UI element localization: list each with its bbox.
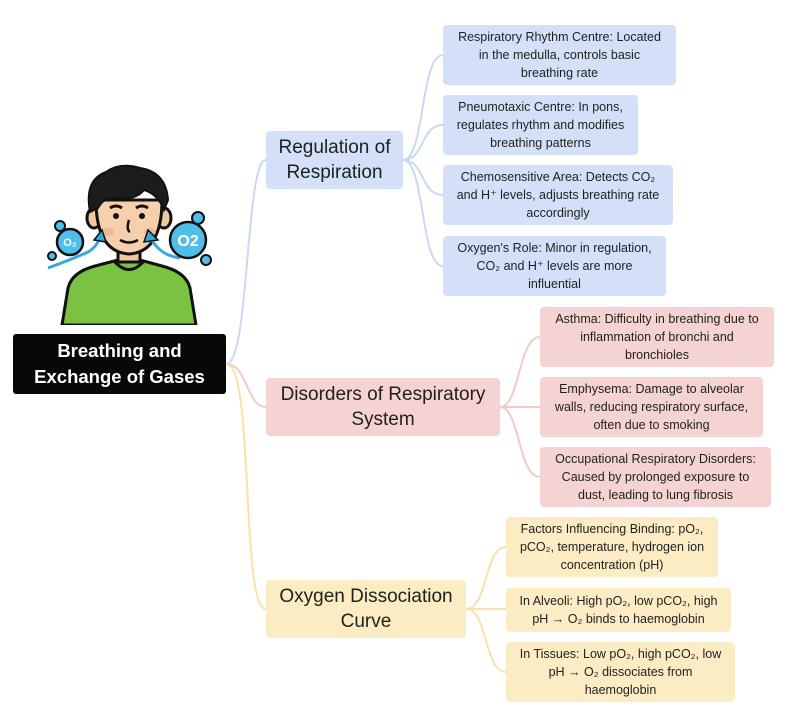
link-regulation-2 — [402, 124, 444, 161]
leaf-line: Factors Influencing Binding: pO₂, — [520, 522, 704, 536]
branch-title-line-2: Respiration — [286, 162, 383, 183]
leaf-line: CO₂ and H⁺ levels are more — [476, 259, 633, 273]
left-eye — [113, 213, 119, 219]
branch-title-line-1: Oxygen Dissociation — [279, 586, 453, 607]
branch-oxygen-dissociation-curve[interactable]: Oxygen Dissociation Curve — [266, 580, 466, 638]
branch-regulation-of-respiration[interactable]: Regulation of Respiration — [266, 131, 403, 189]
leaf-pneumotaxic-centre[interactable]: Pneumotaxic Centre: In pons, regulates r… — [443, 95, 638, 155]
right-eyebrow — [135, 204, 149, 210]
leaf-line: bronchioles — [625, 348, 689, 362]
leaf-line: walls, reducing respiratory surface, — [554, 400, 749, 414]
leaf-respiratory-rhythm-centre[interactable]: Respiratory Rhythm Centre: Located in th… — [443, 25, 676, 85]
branch-disorders-of-respiratory-system[interactable]: Disorders of Respiratory System — [266, 378, 500, 436]
nose — [126, 219, 131, 234]
o2-small-label: O₂ — [63, 237, 77, 249]
leaf-line: Oxygen's Role: Minor in regulation, — [457, 241, 652, 255]
branch-title-line-1: Disorders of Respiratory — [280, 384, 486, 405]
leaf-line: haemoglobin — [584, 683, 657, 697]
leaf-line: and H⁺ levels, adjusts breathing rate — [456, 188, 660, 202]
leaf-line: Chemosensitive Area: Detects CO₂ — [460, 170, 656, 184]
leaf-line: Caused by prolonged exposure to — [561, 470, 750, 484]
face — [94, 198, 164, 256]
leaf-occupational-respiratory-disorders[interactable]: Occupational Respiratory Disorders: Caus… — [540, 447, 771, 507]
leaf-line: breathing rate — [520, 66, 599, 80]
leaf-line: breathing patterns — [490, 136, 591, 150]
bubble-dot-2 — [47, 251, 57, 261]
link-dissociation-3 — [465, 608, 507, 673]
leaf-line: Asthma: Difficulty in breathing due to — [555, 312, 759, 326]
leaf-line: regulates rhythm and modifies — [456, 118, 625, 132]
o2-bubble-small — [55, 227, 85, 257]
leaf-line: pH → O₂ dissociates from — [548, 665, 693, 679]
bubble-dot-3 — [191, 211, 205, 225]
o2-large-label: O2 — [177, 233, 198, 250]
bubble-dot-1 — [54, 220, 66, 232]
leaf-line: inflammation of bronchi and — [580, 330, 734, 344]
leaf-line: influential — [528, 277, 581, 291]
leaf-line: Pneumotaxic Centre: In pons, — [458, 100, 623, 114]
link-regulation-1 — [402, 54, 444, 161]
root-topic[interactable]: Breathing and Exchange of Gases — [13, 334, 226, 394]
person-breathing-illustration: O₂ O2 — [47, 164, 212, 325]
leaf-in-alveoli[interactable]: In Alveoli: High pO₂, low pCO₂, high pH … — [506, 588, 731, 632]
link-disorders-3 — [499, 406, 541, 478]
leaf-chemosensitive-area[interactable]: Chemosensitive Area: Detects CO₂ and H⁺ … — [443, 165, 673, 225]
leaf-emphysema[interactable]: Emphysema: Damage to alveolar walls, red… — [540, 377, 763, 437]
root-topic-line-1: Breathing and — [57, 340, 182, 361]
leaf-asthma[interactable]: Asthma: Difficulty in breathing due to i… — [540, 307, 774, 367]
bubble-dot-4 — [200, 254, 212, 266]
link-dissociation-1 — [465, 546, 507, 610]
link-regulation-4 — [402, 159, 444, 267]
leaf-line: accordingly — [526, 206, 590, 220]
leaf-line: Emphysema: Damage to alveolar — [559, 382, 744, 396]
leaf-in-tissues[interactable]: In Tissues: Low pO₂, high pCO₂, low pH →… — [506, 642, 735, 702]
leaf-line: concentration (pH) — [560, 558, 664, 572]
mouth — [119, 238, 139, 244]
root-topic-line-2: Exchange of Gases — [34, 366, 205, 387]
branch-title-line-2: System — [351, 409, 415, 430]
leaf-line: pH → O₂ binds to haemoglobin — [532, 612, 705, 626]
leaf-factors-influencing-binding[interactable]: Factors Influencing Binding: pO₂, pCO₂, … — [506, 517, 718, 577]
o2-bubble-large — [168, 220, 208, 260]
leaf-line: often due to smoking — [593, 418, 710, 432]
branch-title-line-1: Regulation of — [278, 137, 391, 158]
left-eyebrow — [109, 204, 123, 210]
branch-title-line-2: Curve — [340, 611, 392, 632]
leaf-line: Occupational Respiratory Disorders: — [555, 452, 756, 466]
hair — [87, 164, 170, 214]
leaf-line: In Alveoli: High pO₂, low pCO₂, high — [519, 594, 718, 608]
leaf-line: dust, leading to lung fibrosis — [578, 488, 733, 502]
link-root-regulation — [225, 159, 267, 365]
link-root-dissociation — [225, 363, 267, 610]
leaf-oxygens-role[interactable]: Oxygen's Role: Minor in regulation, CO₂ … — [443, 236, 666, 296]
link-disorders-1 — [499, 336, 541, 408]
airflow-left-arrow — [47, 235, 102, 270]
leaf-line: in the medulla, controls basic — [478, 48, 641, 62]
right-eye — [139, 213, 145, 219]
leaf-line: pCO₂, temperature, hydrogen ion — [519, 540, 705, 554]
link-regulation-3 — [402, 159, 444, 196]
leaf-line: In Tissues: Low pO₂, high pCO₂, low — [519, 647, 722, 661]
leaf-line: Respiratory Rhythm Centre: Located — [458, 30, 661, 44]
link-root-disorders — [225, 363, 267, 408]
